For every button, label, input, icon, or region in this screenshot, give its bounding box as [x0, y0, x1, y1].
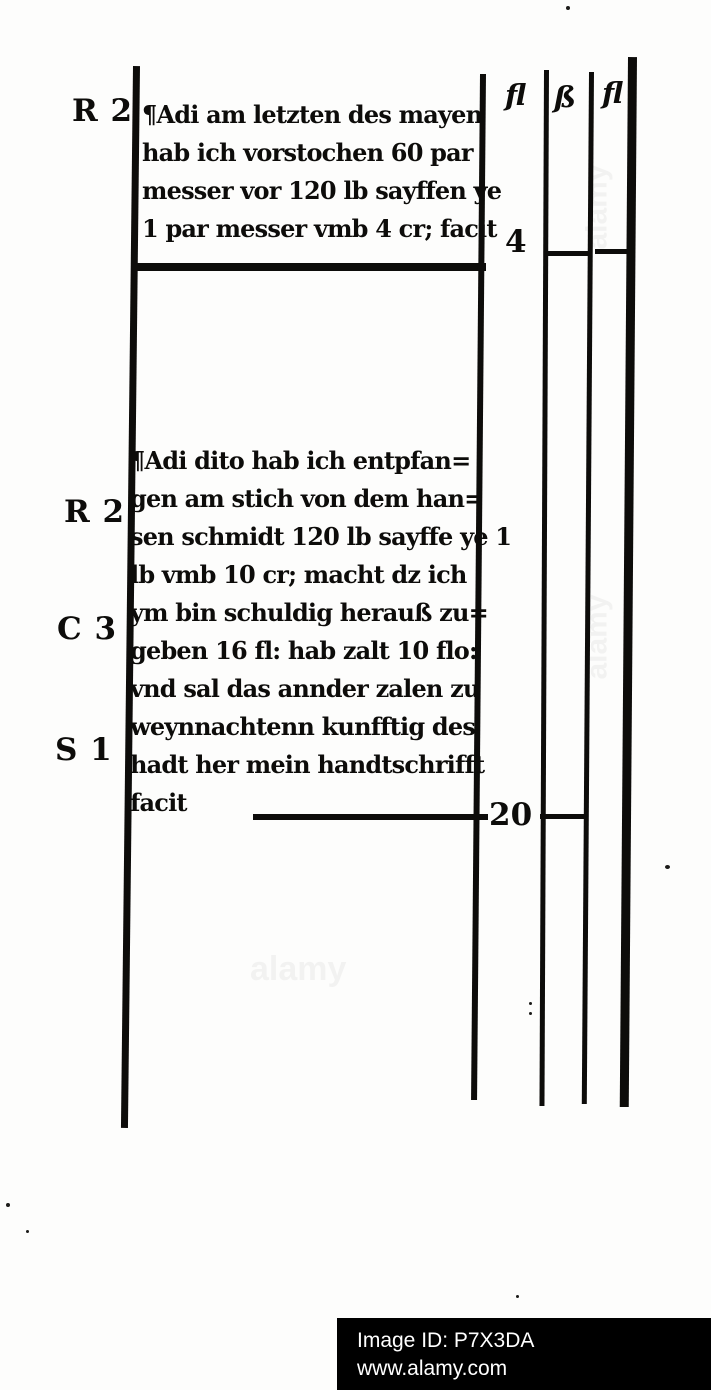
scan-speck [529, 1012, 532, 1015]
scan-speck [516, 1295, 519, 1298]
schilling-denar-divider-rule [581, 72, 594, 1105]
entry-line: messer vor 120 lb sayffen ye [142, 176, 502, 205]
ghost-watermark: alamy [580, 164, 614, 250]
scan-speck [566, 6, 570, 10]
entry-line: ¶Adi am letzten des mayen [142, 100, 483, 129]
blank-amount-dash [595, 249, 635, 254]
entry-line: ¶Adi dito hab ich entpfan= [130, 446, 471, 475]
blank-amount-dash [547, 251, 588, 256]
entry-line: geben 16 fl: hab zalt 10 flo: [130, 636, 478, 665]
blank-amount-dash [540, 814, 585, 819]
scan-speck [665, 865, 670, 869]
margin-note: R 2 [64, 494, 126, 530]
margin-note: S 1 [55, 732, 113, 768]
entry-line: 1 par messer vmb 4 cr; facit [142, 214, 497, 243]
currency-column-header-schilling: ß [554, 80, 577, 114]
scan-speck [6, 1203, 10, 1207]
amount-florin: 4 [505, 224, 527, 260]
scan-speck [26, 1230, 29, 1233]
entry-line: lb vmb 10 cr; macht dz ich [130, 560, 467, 589]
entry-line: facit [130, 788, 188, 817]
margin-note: R 2 [72, 93, 134, 129]
entry-line: hadt her mein handtschrifft [130, 750, 485, 779]
currency-column-header-florin: fl [505, 78, 527, 112]
alamy-url: www.alamy.com [357, 1357, 508, 1380]
currency-column-header-florin-2: fl [602, 76, 624, 110]
scan-speck [529, 1002, 532, 1005]
entry-line: sen schmidt 120 lb sayffe ye 1 [130, 522, 512, 551]
facit-leader-dash [253, 814, 488, 820]
alamy-watermark-bar: Image ID: P7X3DA www.alamy.com [337, 1318, 711, 1390]
ghost-watermark: alamy [250, 950, 347, 988]
margin-note: C 3 [57, 611, 118, 647]
image-id-label: Image ID: P7X3DA [357, 1329, 535, 1352]
entry-line: hab ich vorstochen 60 par [142, 138, 474, 167]
entry-line: vnd sal das annder zalen zu [130, 674, 480, 703]
florin-schilling-divider-rule [539, 70, 549, 1107]
ledger-entry: ¶Adi dito hab ich entpfan= gen am stich … [130, 442, 512, 822]
entry-line: weynnachtenn kunfftig des [130, 712, 476, 741]
amount-florin: 20 [489, 797, 533, 833]
entry-line: ym bin schuldig herauß zu= [130, 598, 489, 627]
ledger-right-rule [619, 57, 637, 1108]
entry-total-rule [137, 263, 486, 271]
entry-line: gen am stich von dem han= [130, 484, 484, 513]
ledger-entry: ¶Adi am letzten des mayen hab ich vorsto… [142, 96, 502, 248]
